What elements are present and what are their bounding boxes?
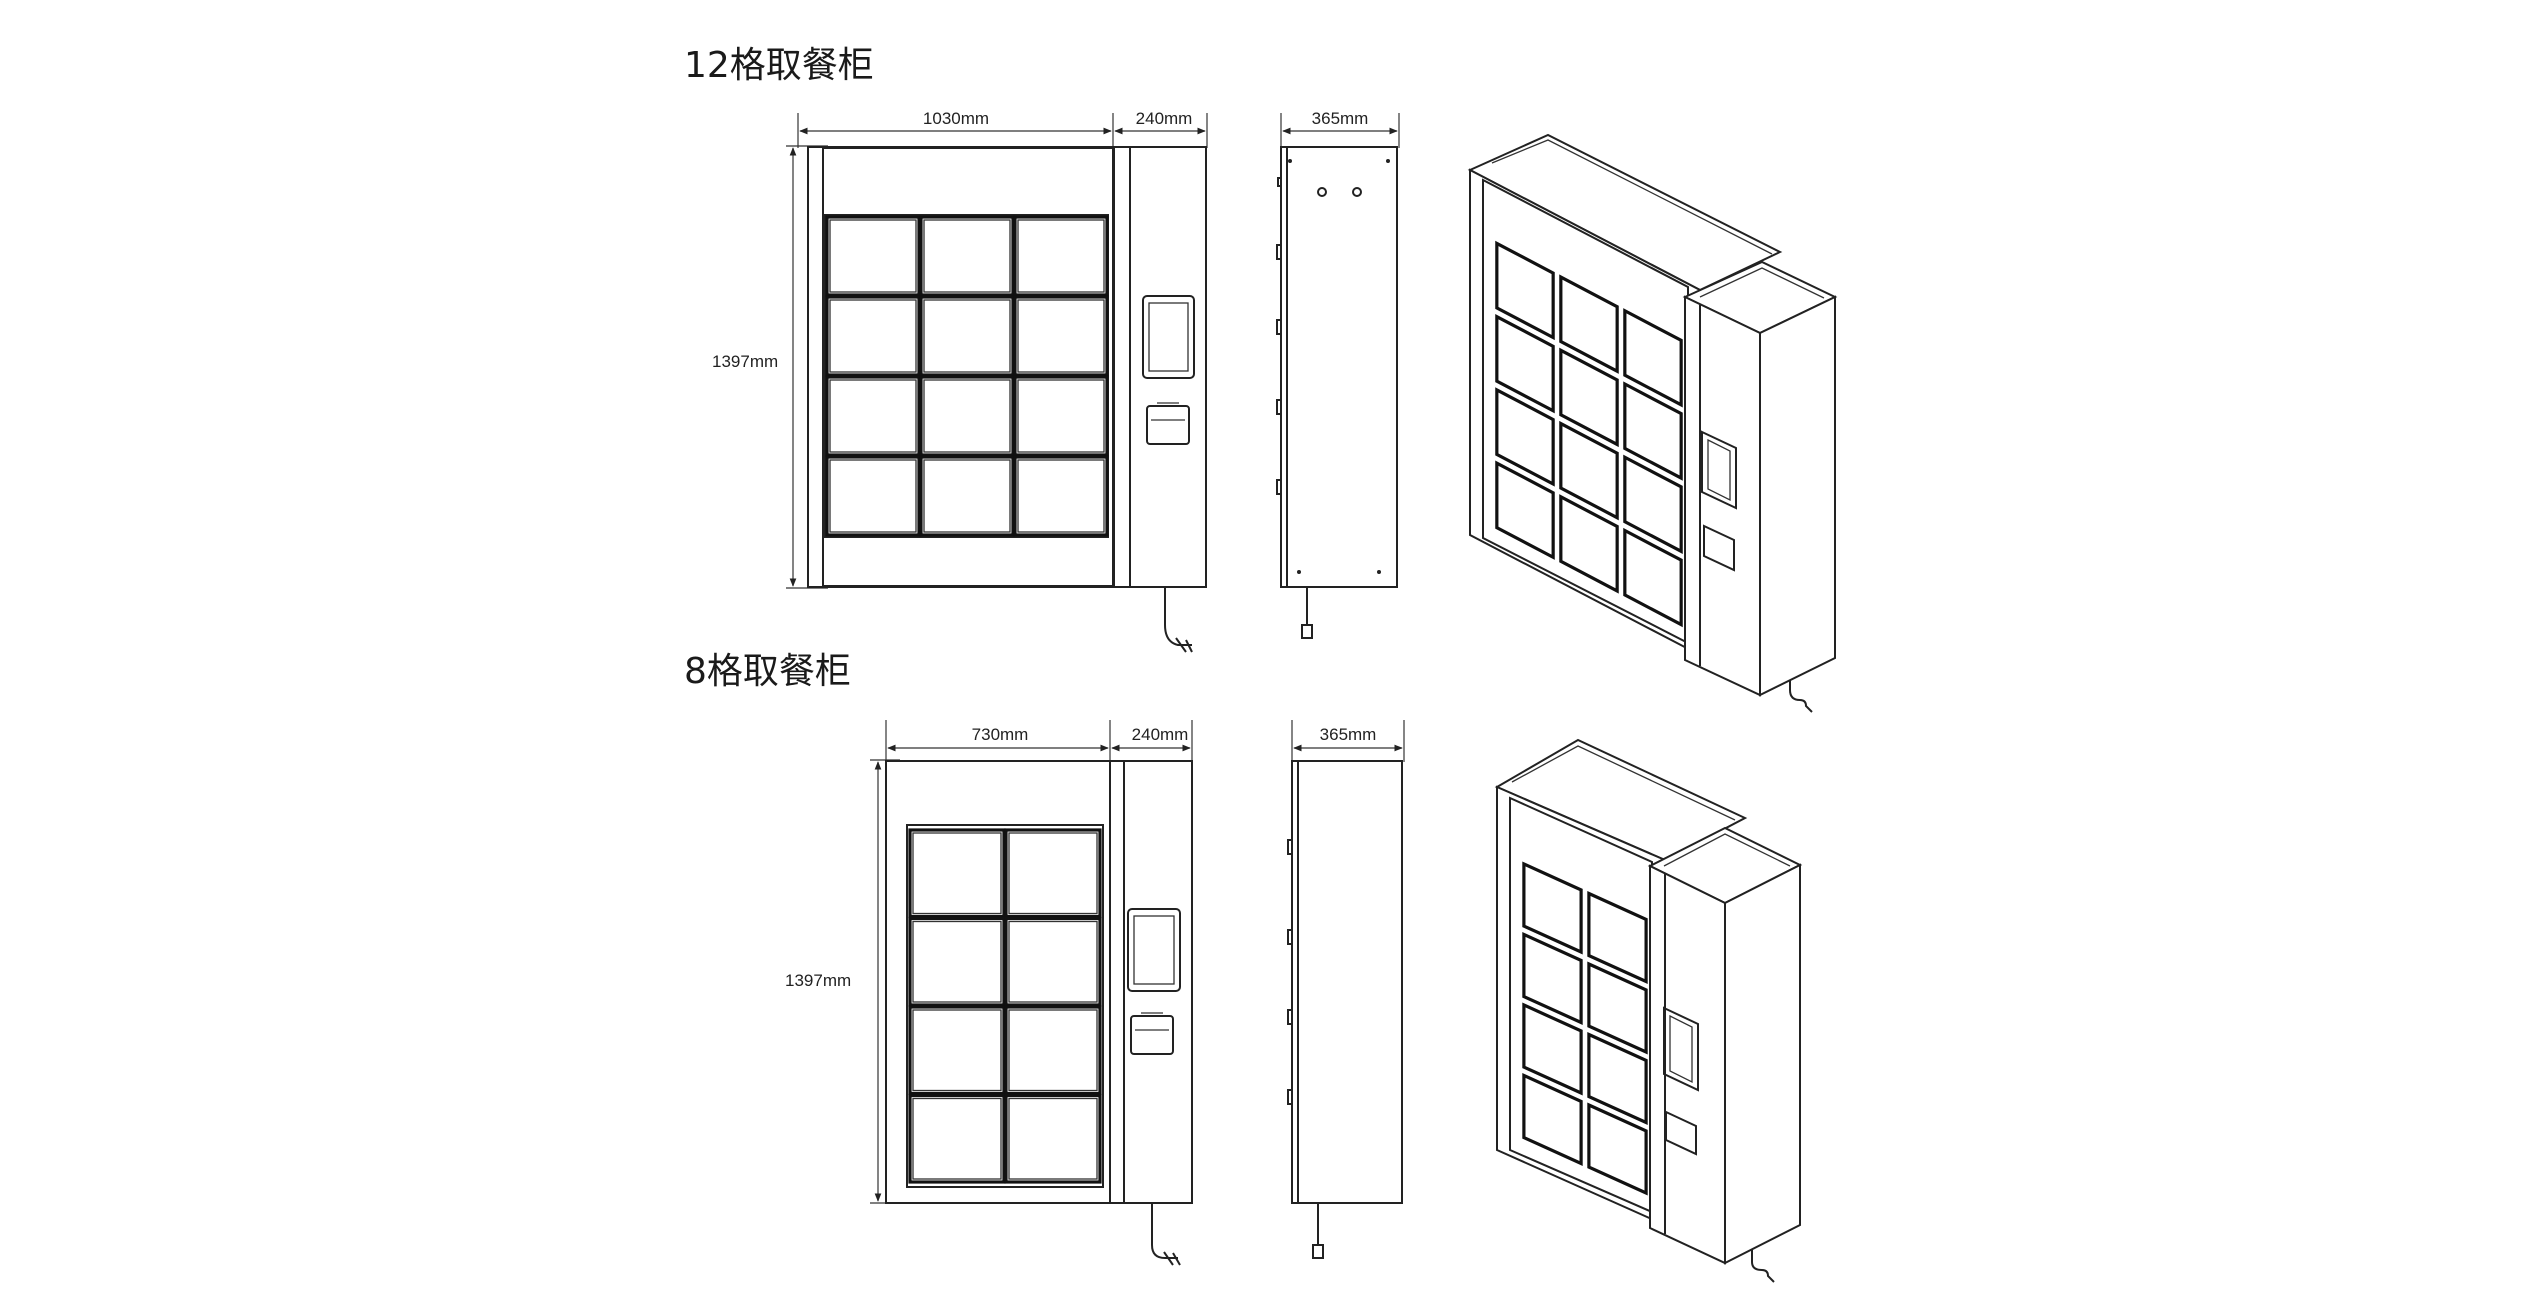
locker-door (919, 455, 1015, 537)
side-width-label: 240mm (1136, 109, 1193, 128)
iso-locker-door (1522, 1002, 1583, 1096)
depth-label: 365mm (1320, 725, 1377, 744)
width-dimension-8: 730mm 240mm (885, 720, 1193, 762)
locker-door (1004, 916, 1102, 1007)
iso-locker-door (1559, 494, 1619, 594)
locker-door (919, 375, 1015, 457)
iso-locker-door (1495, 314, 1555, 414)
cabinet-8-title: 8格取餐柜 (684, 651, 851, 692)
locker-door (825, 375, 921, 457)
iso-locker-door (1559, 420, 1619, 521)
iso-locker-doors-12 (1495, 240, 1683, 628)
iso-locker-door (1495, 387, 1555, 487)
locker-door (1004, 1005, 1102, 1096)
cabinet-12-drawing: 12格取餐柜 1030mm 240mm 1397mm (684, 45, 1838, 713)
iso-locker-door (1587, 961, 1648, 1055)
iso-locker-doors-8 (1522, 861, 1648, 1196)
isometric-view-8 (1494, 738, 1803, 1283)
side-width-label: 240mm (1132, 725, 1189, 744)
locker-door-grid-8 (908, 828, 1102, 1184)
iso-locker-door (1623, 381, 1683, 481)
iso-locker-door (1522, 932, 1583, 1025)
locker-door (1004, 1093, 1102, 1184)
locker-door (1013, 455, 1109, 537)
width-label: 1030mm (923, 109, 989, 128)
side-view-8: 365mm (1287, 720, 1405, 1259)
cabinet-8-drawing: 8格取餐柜 730mm 240mm 1397mm (684, 651, 1803, 1283)
iso-locker-door (1623, 454, 1683, 554)
cabinet-12-title: 12格取餐柜 (684, 45, 874, 86)
iso-locker-door (1559, 274, 1619, 374)
iso-locker-door (1623, 308, 1683, 408)
isometric-view-12 (1467, 133, 1838, 713)
depth-label: 365mm (1312, 109, 1369, 128)
height-dimension-8: 1397mm (785, 759, 900, 1204)
locker-door (1013, 295, 1109, 377)
locker-door (1013, 215, 1109, 297)
iso-locker-door (1587, 891, 1648, 984)
locker-door (825, 455, 921, 537)
iso-locker-door (1522, 1073, 1583, 1166)
height-label: 1397mm (785, 971, 851, 990)
front-view-8 (885, 760, 1193, 1266)
width-dimension-12: 1030mm 240mm (797, 109, 1208, 148)
iso-locker-door (1495, 460, 1555, 560)
iso-locker-door (1587, 1032, 1648, 1125)
iso-locker-door (1559, 347, 1619, 448)
iso-locker-door (1495, 240, 1555, 341)
locker-door-grid-12 (825, 215, 1109, 537)
locker-door (908, 828, 1006, 919)
locker-door (825, 295, 921, 377)
width-label: 730mm (972, 725, 1029, 744)
iso-locker-door (1587, 1102, 1648, 1196)
locker-door (908, 916, 1006, 1007)
iso-locker-door (1623, 527, 1683, 628)
front-view-12 (807, 146, 1207, 653)
locker-door (825, 215, 921, 297)
height-label: 1397mm (712, 352, 778, 371)
locker-door (919, 215, 1015, 297)
locker-door (1013, 375, 1109, 457)
locker-door (908, 1005, 1006, 1096)
iso-locker-door (1522, 861, 1583, 955)
locker-door (919, 295, 1015, 377)
locker-door (1004, 828, 1102, 919)
locker-door (908, 1093, 1006, 1184)
side-view-12: 365mm (1276, 109, 1400, 639)
